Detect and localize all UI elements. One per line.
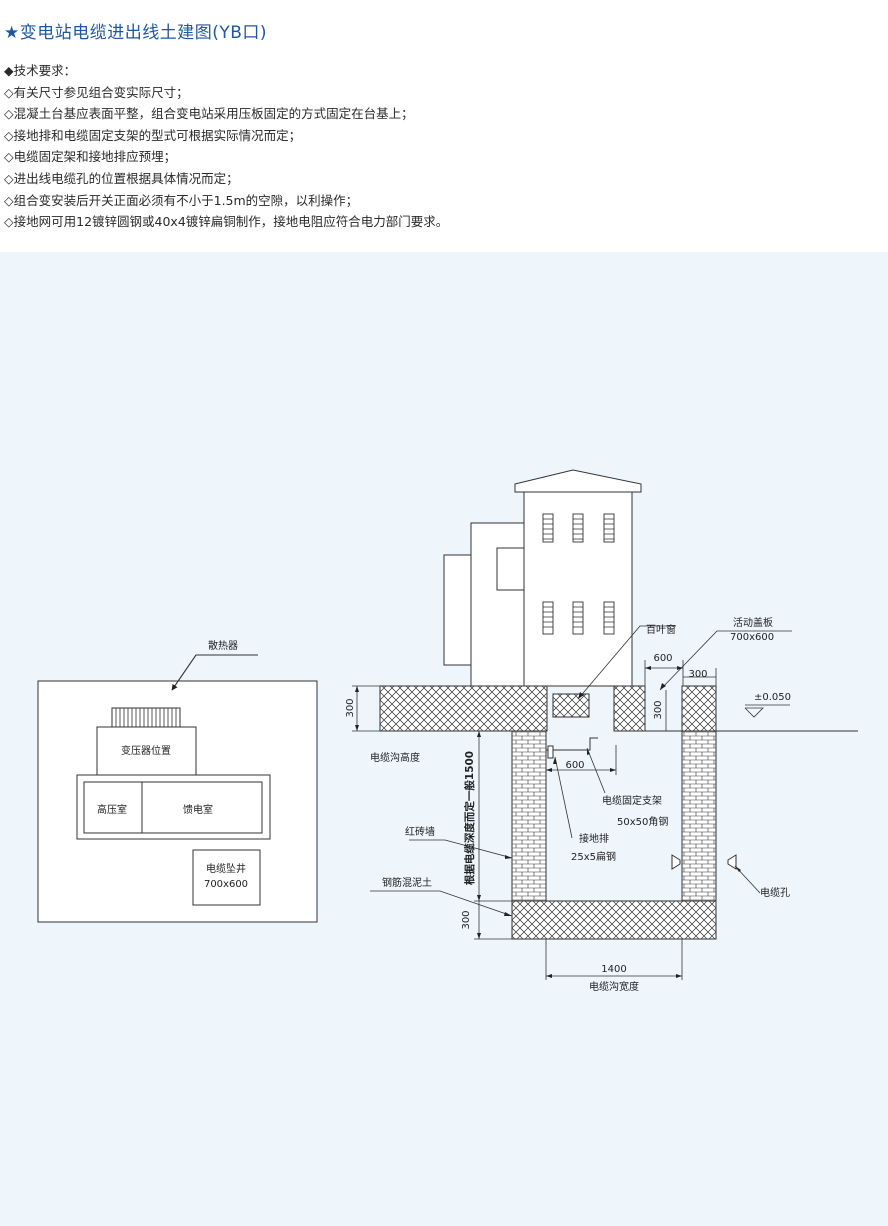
substation-cabinet — [443, 469, 642, 687]
cabinet-small-box — [496, 547, 525, 591]
louver-box — [552, 693, 590, 718]
foundation-section — [379, 685, 858, 940]
trench-bottom-slab — [511, 900, 717, 940]
switchgear-inner — [83, 781, 263, 834]
louver-label: 百叶窗 — [646, 623, 676, 636]
dim-300-cover: 300 — [653, 700, 664, 719]
angle-steel-label: 50x50角钢 — [617, 815, 668, 828]
ground-bar — [547, 745, 554, 759]
cable-pit-label: 电缆坠井 — [206, 862, 246, 875]
dim-1400: 1400 — [601, 964, 626, 975]
page-title: ★变电站电缆进出线土建图(YB口) — [4, 23, 268, 43]
requirement-item: ◇接地排和电缆固定支架的型式可根据实际情况而定； — [4, 127, 302, 143]
cable-pit-size: 700x600 — [204, 879, 248, 890]
trench-width-label: 电缆沟宽度 — [589, 980, 639, 993]
rc-concrete-label: 钢筋混泥土 — [382, 876, 432, 889]
cabinet-roof — [514, 469, 642, 493]
dim-300-left: 300 — [345, 698, 356, 717]
trench-height-label: 电缆沟高度 — [370, 751, 420, 764]
requirement-item: ◇进出线电缆孔的位置根据具体情况而定； — [4, 170, 239, 186]
foundation-slab-left — [379, 685, 548, 732]
radiator-fin-lines — [115, 708, 177, 728]
feeder-room-label: 馈电室 — [183, 803, 213, 816]
requirements-heading: ◆技术要求： — [4, 63, 77, 78]
movable-cover-size: 700x600 — [730, 632, 774, 643]
brick-wall-label: 红砖墙 — [405, 825, 435, 838]
cabinet-mid-part — [470, 522, 525, 687]
dim-300-bottom: 300 — [461, 910, 472, 929]
requirement-item: ◇接地网可用12镀锌圆钢或40x4镀锌扁铜制作，接地电阻应符合电力部门要求。 — [4, 214, 449, 230]
plan-view — [37, 654, 318, 923]
hv-room-label: 高压室 — [97, 803, 127, 816]
cable-pit-box — [192, 849, 261, 906]
dim-300-top: 300 — [688, 669, 707, 680]
level-label: ±0.050 — [754, 692, 791, 703]
brick-wall-left — [511, 730, 547, 902]
movable-cover-label: 活动盖板 — [733, 616, 773, 629]
requirement-item: ◇电缆固定架和接地排应预埋； — [4, 149, 177, 165]
transformer-box — [96, 726, 197, 776]
cover-support-right — [681, 685, 717, 732]
flat-steel-label: 25x5扁钢 — [571, 850, 616, 863]
depth-note-label: 根据电缆深度而定一般1500 — [463, 751, 476, 885]
dimension-arrows — [355, 666, 741, 978]
technical-requirements: ◆技术要求： ◇有关尺寸参见组合变实际尺寸； ◇混凝土台基应表面平整，组合变电站… — [4, 60, 448, 233]
radiator-fins — [111, 707, 181, 729]
cable-hole — [671, 854, 681, 870]
ground-bar-label: 接地排 — [579, 832, 609, 845]
cable-hole-outer — [727, 854, 737, 870]
dim-600-top: 600 — [653, 653, 672, 664]
brick-wall-right — [681, 730, 717, 902]
cabinet-radiator-side — [443, 554, 472, 666]
vent-grilles — [542, 513, 615, 635]
foundation-slab-mid — [613, 685, 646, 732]
cable-hole-label: 电缆孔 — [760, 886, 790, 899]
cable-bracket-label: 电缆固定支架 — [602, 794, 662, 807]
dim-600-mid: 600 — [565, 760, 584, 771]
transformer-label: 变压器位置 — [121, 744, 171, 757]
requirement-item: ◇组合变安装后开关正面必须有不小于1.5m的空隙，以利操作； — [4, 192, 359, 208]
cable-bracket — [546, 737, 598, 751]
requirement-item: ◇混凝土台基应表面平整，组合变电站采用压板固定的方式固定在台基上； — [4, 106, 414, 122]
switchgear-outer — [76, 774, 271, 840]
requirement-item: ◇有关尺寸参见组合变实际尺寸； — [4, 84, 189, 100]
radiator-label: 散热器 — [208, 639, 238, 652]
